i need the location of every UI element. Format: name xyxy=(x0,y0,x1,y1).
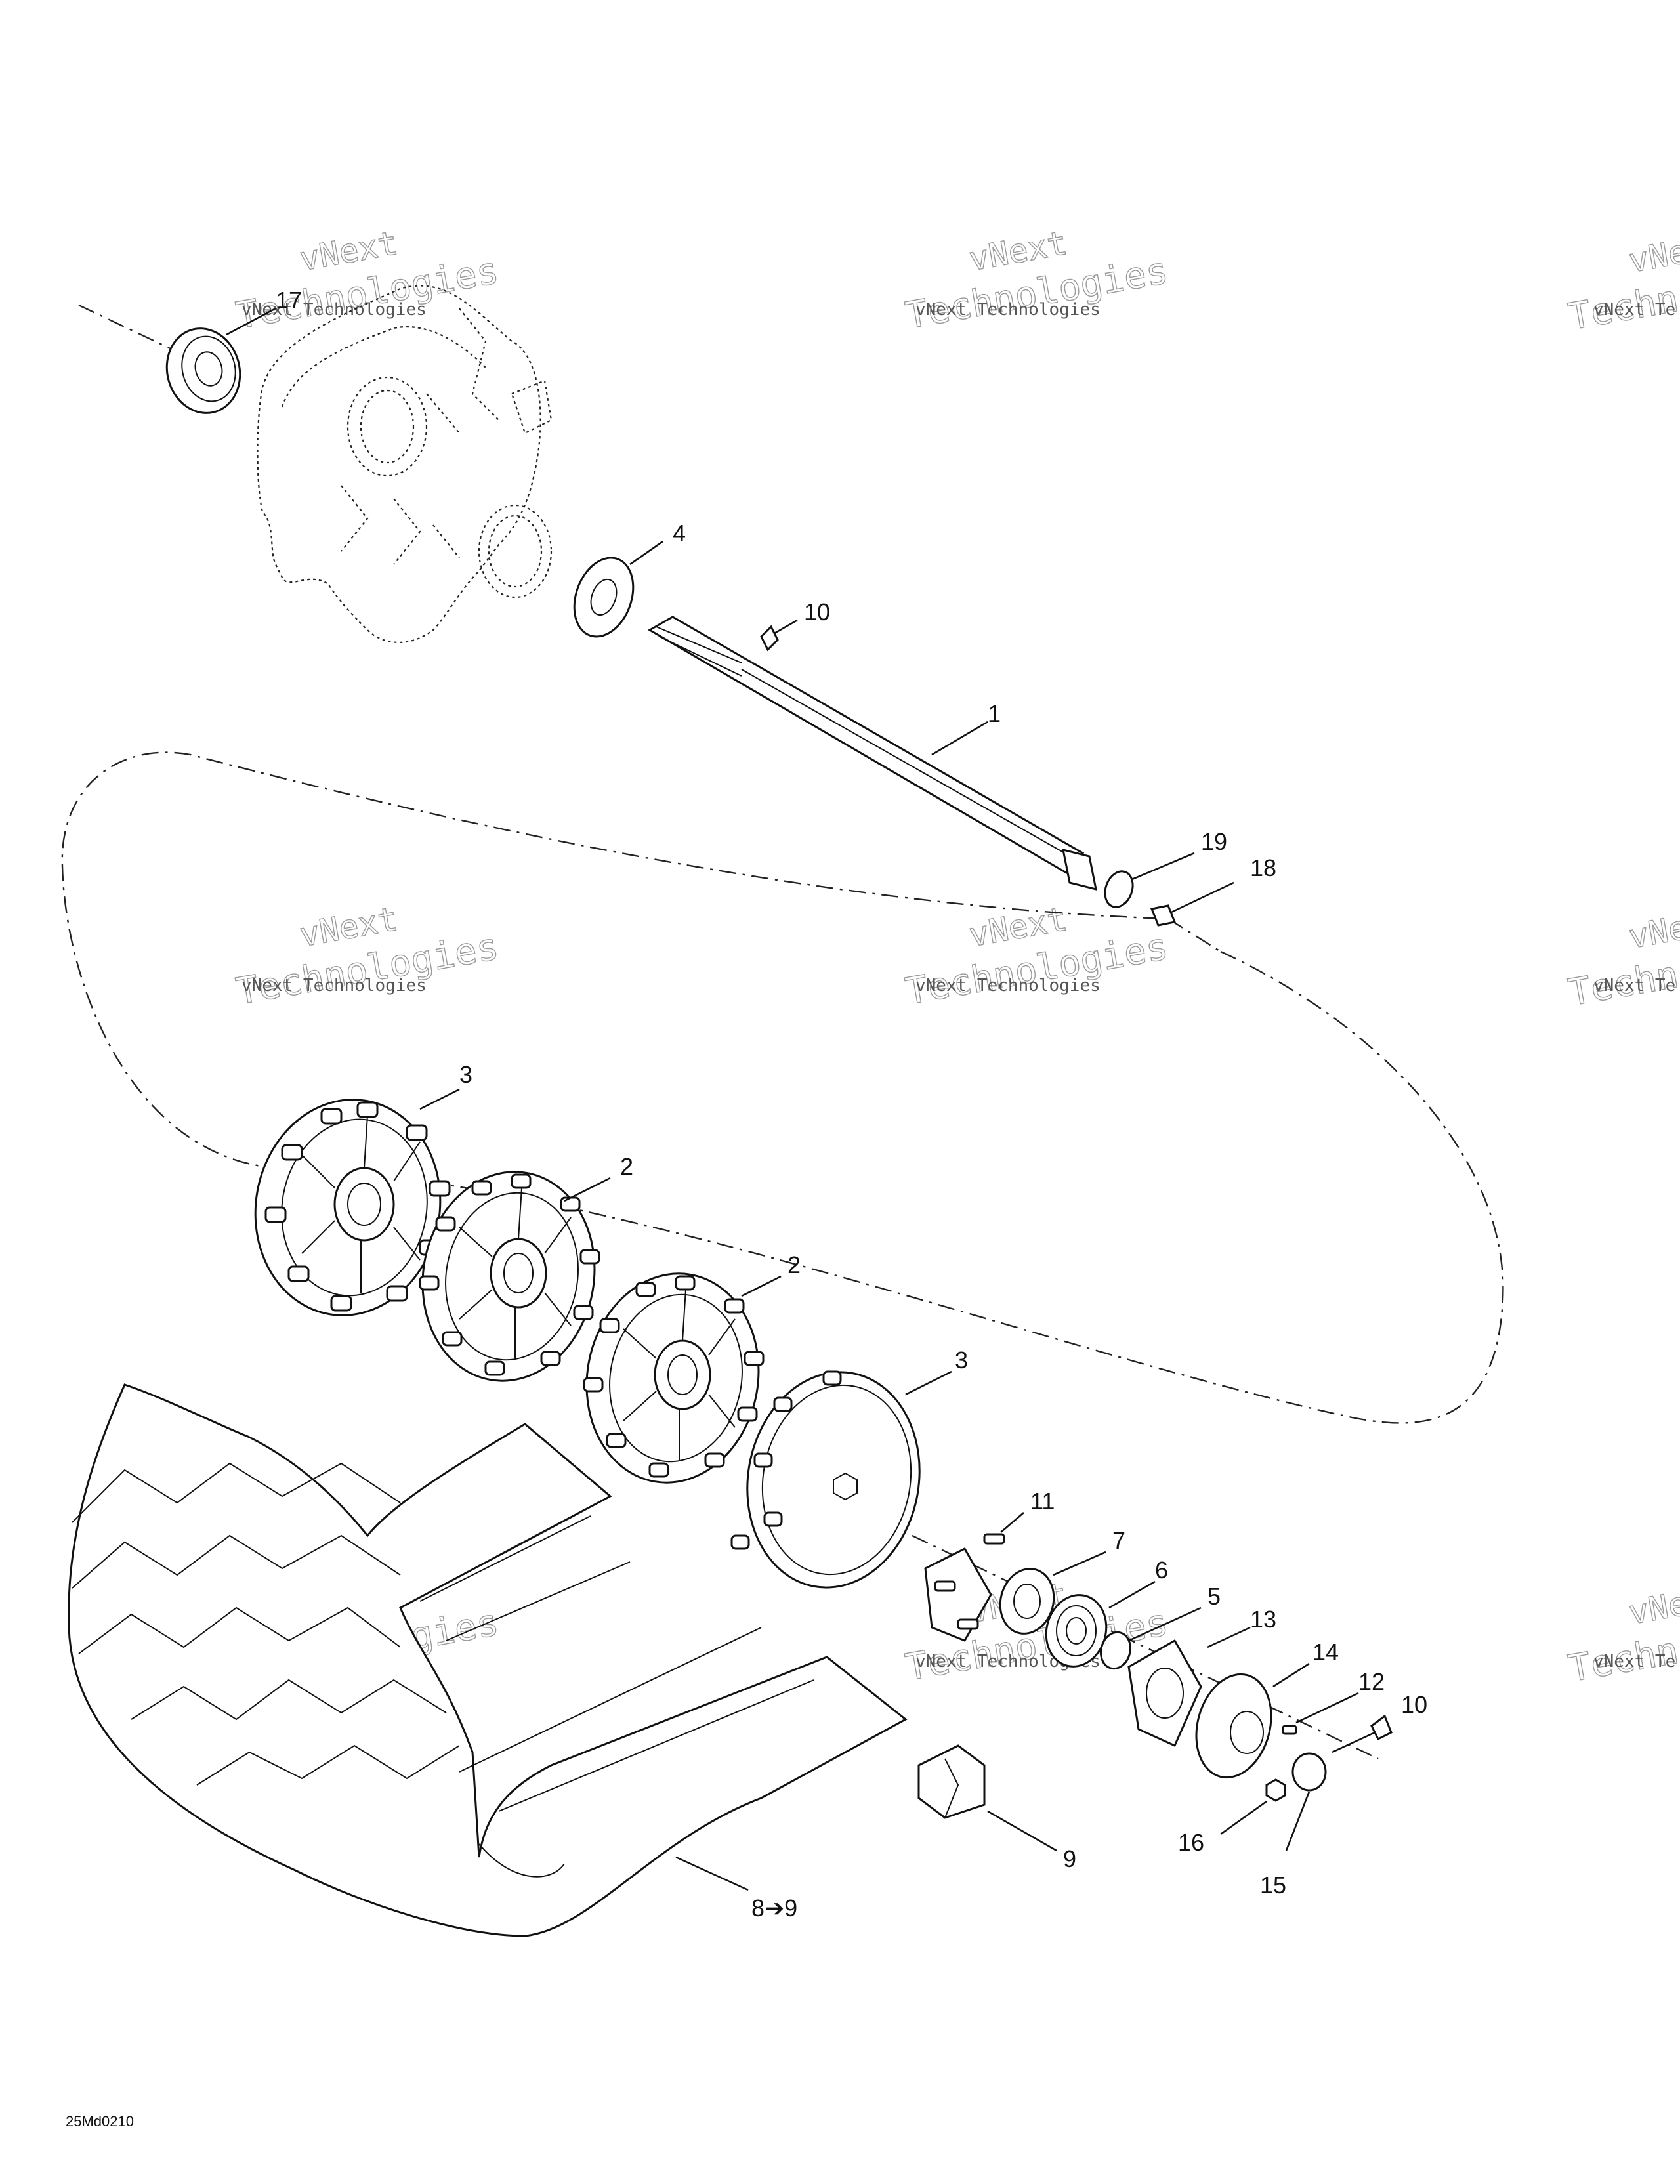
callout-6: 6 xyxy=(1155,1557,1168,1584)
screw-part-12 xyxy=(1282,1692,1359,1735)
watermark-text: vNext Technologies xyxy=(242,976,427,996)
callout-17: 17 xyxy=(276,287,302,314)
callout-3-left: 3 xyxy=(459,1061,472,1088)
callout-2-first: 2 xyxy=(620,1153,633,1180)
shaft-axis-line xyxy=(912,1534,1379,1760)
watermark-text: vNext Te xyxy=(1593,1652,1675,1671)
hub-part-14 xyxy=(1195,1662,1310,1779)
watermark-logo: vNe xyxy=(1626,232,1680,280)
callout-13: 13 xyxy=(1250,1606,1276,1633)
drive-axle-part-1 xyxy=(647,616,1097,891)
callout-7: 7 xyxy=(1112,1527,1125,1554)
housing-part-13 xyxy=(1127,1626,1251,1747)
key-part-10-lower xyxy=(1332,1714,1393,1754)
callout-10-bottom: 10 xyxy=(1401,1691,1427,1718)
bolt-part-11 xyxy=(924,1512,1024,1642)
track-loop-outline xyxy=(61,751,1504,1424)
watermark-text: vNext Technologies xyxy=(915,300,1101,320)
watermarks: vNext Technologies vNext Technologies vN… xyxy=(232,223,1680,1690)
watermark-logo: vNe xyxy=(1626,908,1680,956)
bearing-part-19 xyxy=(1104,852,1195,908)
watermark-text: vNext Technologies xyxy=(915,976,1101,996)
bearing-part-17 xyxy=(165,307,276,414)
callout-11: 11 xyxy=(1030,1488,1055,1515)
callout-14: 14 xyxy=(1312,1639,1339,1666)
watermark-logo: vNe xyxy=(1626,1584,1680,1632)
callout-3-right: 3 xyxy=(955,1347,968,1374)
figure-code: 25Md0210 xyxy=(66,2113,134,2130)
callout-16: 16 xyxy=(1178,1829,1204,1856)
callout-8: 8➔9 xyxy=(751,1895,797,1922)
track-part-8 xyxy=(68,1383,908,1937)
callout-19: 19 xyxy=(1201,828,1227,855)
callout-18: 18 xyxy=(1250,854,1276,881)
callout-4: 4 xyxy=(673,520,686,547)
sprocket-part-3-right xyxy=(730,1370,952,1589)
callout-2-second: 2 xyxy=(788,1251,801,1278)
chaincase-housing xyxy=(257,285,553,644)
callout-1: 1 xyxy=(988,700,1001,727)
callout-10-top: 10 xyxy=(804,598,830,625)
watermark-text: vNext Technologies xyxy=(242,300,427,320)
sprocket-part-3-left xyxy=(254,1088,460,1316)
washer-part-7 xyxy=(999,1551,1106,1635)
watermark-text: vNext Te xyxy=(1593,976,1675,996)
seal-part-4 xyxy=(573,540,663,638)
watermark-text: vNext Te xyxy=(1593,300,1675,320)
key-part-10 xyxy=(760,619,798,652)
sprocket-part-2-first xyxy=(419,1171,611,1382)
callout-labels: 17 4 10 1 19 18 3 2 2 3 11 7 6 5 13 14 1… xyxy=(276,287,1427,1922)
callout-15: 15 xyxy=(1260,1872,1286,1899)
nut-part-16 xyxy=(1220,1778,1286,1836)
circlip-part-18 xyxy=(1150,881,1234,927)
cap-part-15 xyxy=(1285,1752,1327,1851)
callout-12: 12 xyxy=(1358,1668,1385,1695)
sprocket-part-2-second xyxy=(583,1272,782,1484)
callout-9: 9 xyxy=(1063,1845,1076,1872)
shaft-axis-line xyxy=(1167,917,1221,953)
oring-part-5 xyxy=(1100,1606,1202,1670)
clip-part-9 xyxy=(917,1744,1057,1852)
callout-5: 5 xyxy=(1208,1583,1221,1610)
